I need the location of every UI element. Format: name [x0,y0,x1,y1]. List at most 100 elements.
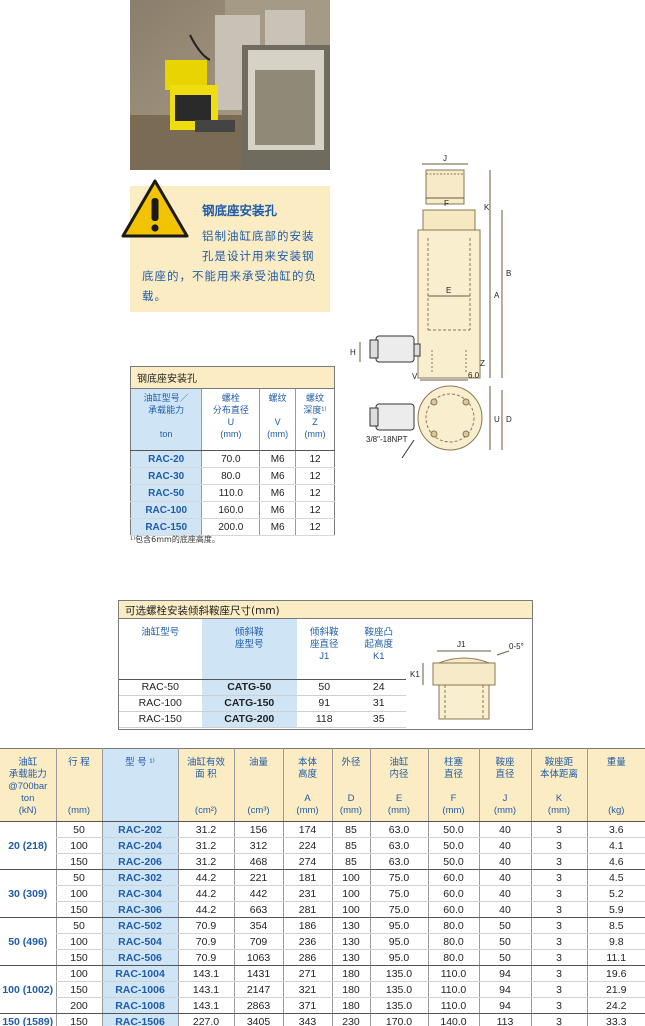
spec-cell: 75.0 [369,901,428,918]
spec-cell: 174 [282,821,332,838]
spec-cell: 70.9 [177,933,234,950]
spec-cell: 85 [331,853,370,870]
spec-header-1-line: 行 程 [68,757,90,768]
spec-cell: 33.3 [586,1013,645,1026]
spec-header-2-line [104,793,177,805]
spec-header-10-line: 本体距离 [539,769,578,780]
spec-header-0-line: ton [21,793,35,804]
saddle-header-1-line [202,651,298,663]
spec-cell: 140.0 [427,1013,479,1026]
spec-cell: 95.0 [369,917,428,934]
spec-header-8-line [430,781,478,793]
spec-header-5-line: 本体 [297,757,317,768]
base-header-2-line [261,404,294,416]
spec-cell: 180 [331,997,370,1014]
spec-cell: 354 [233,917,283,934]
spec-cell: 21.9 [586,981,645,998]
spec-cell: 2863 [233,997,283,1014]
spec-cell: RAC-202 [101,821,178,838]
base-cell: 12 [295,484,335,502]
label-npt: 3/8"-18NPT [366,435,408,444]
spec-cell: 80.0 [427,933,479,950]
spec-cell: 3 [530,949,587,966]
spec-cell: 442 [233,885,283,902]
spec-header-2-line [104,805,177,817]
spec-header-6-line [334,769,369,781]
spec-cell: 40 [478,853,531,870]
spec-header-7-line: (mm) [387,805,411,816]
spec-cell: 9.8 [586,933,645,950]
spec-cell: 224 [282,837,332,854]
spec-header-8-line: (mm) [442,805,465,816]
spec-cell: 230 [331,1013,370,1026]
spec-cell: 143.1 [177,965,234,982]
base-header-1-line: U [227,417,235,427]
base-cell: RAC-30 [130,467,202,485]
spec-cell: 24.2 [586,997,645,1014]
base-cell: 160.0 [201,501,260,519]
spec-cell: 40 [478,901,531,918]
spec-header-1-line [58,793,101,805]
spec-cell: RAC-306 [101,901,178,918]
spec-cell: 50.0 [427,837,479,854]
spec-header-11-line [589,793,645,805]
spec-cell: 31.2 [177,837,234,854]
saddle-cell: CATG-150 [201,695,298,712]
base-table-caption: 钢底座安装孔 [130,366,335,389]
spec-cell: 3 [530,821,587,838]
spec-header-9-line: 直径 [495,769,515,780]
spec-header-4: 油量(cm³) [233,748,283,822]
spec-cell: 100 [331,901,370,918]
spec-cell: RAC-502 [101,917,178,934]
saddle-cell: 24 [351,679,406,696]
spec-cell: 281 [282,901,332,918]
spec-cell: 236 [282,933,332,950]
spec-cell: 40 [478,821,531,838]
spec-header-4-line: (cm³) [247,805,270,816]
spec-cell: 3 [530,981,587,998]
saddle-label-j1: J1 [457,640,466,649]
spec-cell: 85 [331,821,370,838]
label-d: D [506,415,512,424]
spec-cell: 180 [331,981,370,998]
spec-cell: RAC-1008 [101,997,178,1014]
spec-header-3: 油缸有效面 积(cm²) [177,748,234,822]
base-cell: M6 [259,467,296,485]
base-header-2-line: V [274,417,281,427]
saddle-cell: 35 [351,711,406,728]
spec-cell: 3 [530,933,587,950]
spec-cell: 156 [233,821,283,838]
spec-header-8-line: 柱塞 [443,757,463,768]
capacity-cell: 20 (218) [0,821,56,870]
spec-cell: 180 [331,965,370,982]
base-cell: M6 [259,501,296,519]
label-6-0: 6.0 [468,371,480,380]
base-cell: RAC-100 [130,501,202,519]
spec-header-1: 行 程(mm) [55,748,102,822]
base-cell: 110.0 [201,484,260,502]
spec-header-2: 型 号 ¹⁾ [101,748,178,822]
spec-cell: 468 [233,853,283,870]
base-cell: 80.0 [201,467,260,485]
saddle-cell: 31 [351,695,406,712]
warning-title: 钢底座安装孔 [202,203,278,218]
spec-header-9-line: (mm) [493,805,517,816]
spec-header-2-line [104,769,177,781]
spec-cell: 95.0 [369,933,428,950]
spec-cell: 3405 [233,1013,283,1026]
spec-cell: 8.5 [586,917,645,934]
spec-cell: 50.0 [427,821,479,838]
